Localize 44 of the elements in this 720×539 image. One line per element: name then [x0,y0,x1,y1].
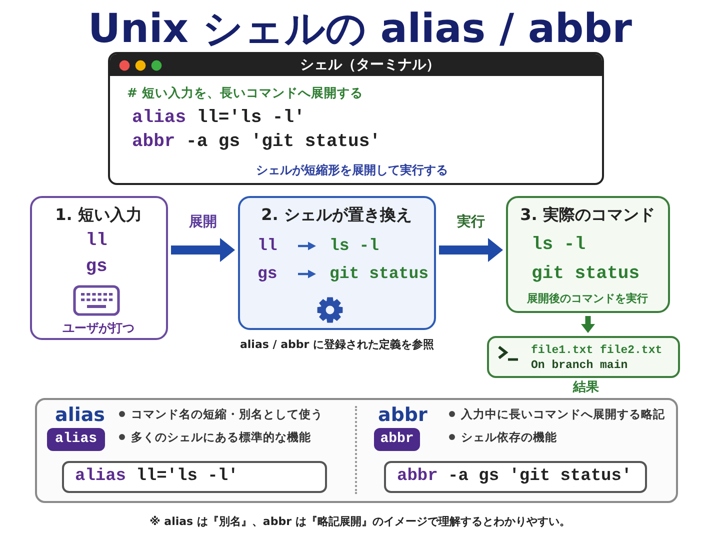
tag: alias [47,428,105,451]
code-text: git status [532,263,640,286]
arrow [581,316,595,333]
code-box: abbr -a gs 'git status' [384,461,647,493]
edge-label: 実行 [454,213,488,231]
title: Unix シェルの alias / abbr [88,5,632,54]
output-text: file1.txt file2.txt [531,342,662,358]
code-text: ls -l [532,234,586,257]
code-text: ll [258,235,278,256]
output-text: On branch main [531,358,628,372]
output-box [487,336,680,378]
step-title: 2. シェルが置き換え [261,204,412,225]
step-box [238,196,436,330]
node-label: 結果 [573,378,599,396]
step-box [506,196,670,313]
node-label: alias / abbr に登録された定義を参照 [240,338,434,352]
step-box [30,196,168,340]
note-text: 展開後のコマンドを実行 [527,292,648,306]
window-title: シェル（ターミナル） [300,56,440,74]
code-text: gs [258,263,278,284]
note-text: ユーザが打つ [62,320,134,336]
footnote: ※ alias は『別名』、abbr は『略記展開』のイメージで理解するとわかりやすい。 [150,515,570,529]
code-text: ls -l [330,235,380,256]
code-text: gs [86,256,108,279]
arrow [171,238,235,262]
tag: abbr [374,428,420,451]
code-line: alias ll='ls -l' [132,106,305,130]
code-box: alias ll='ls -l' [62,461,327,493]
terminal-window [108,52,604,185]
code-text: git status [330,263,429,284]
heading: alias [55,402,105,428]
code-line: abbr -a gs 'git status' [132,130,380,154]
arrow [439,238,503,262]
heading: abbr [378,402,428,428]
bullet-text: 入力中に長いコマンドへ展開する略記 [461,406,665,422]
info-panel [35,398,678,503]
code-comment: # 短い入力を、長いコマンドへ展開する [127,85,363,101]
code-text: ll [86,230,108,253]
bullet-text: 多くのシェルにある標準的な機能 [131,430,311,444]
step-title: 1. 短い入力 [55,204,142,225]
bullet-text: コマンド名の短縮・別名として使う [131,406,323,422]
note-text: シェルが短縮形を展開して実行する [256,162,448,178]
bullet-text: シェル依存の機能 [461,430,557,444]
step-title: 3. 実際のコマンド [520,204,655,225]
